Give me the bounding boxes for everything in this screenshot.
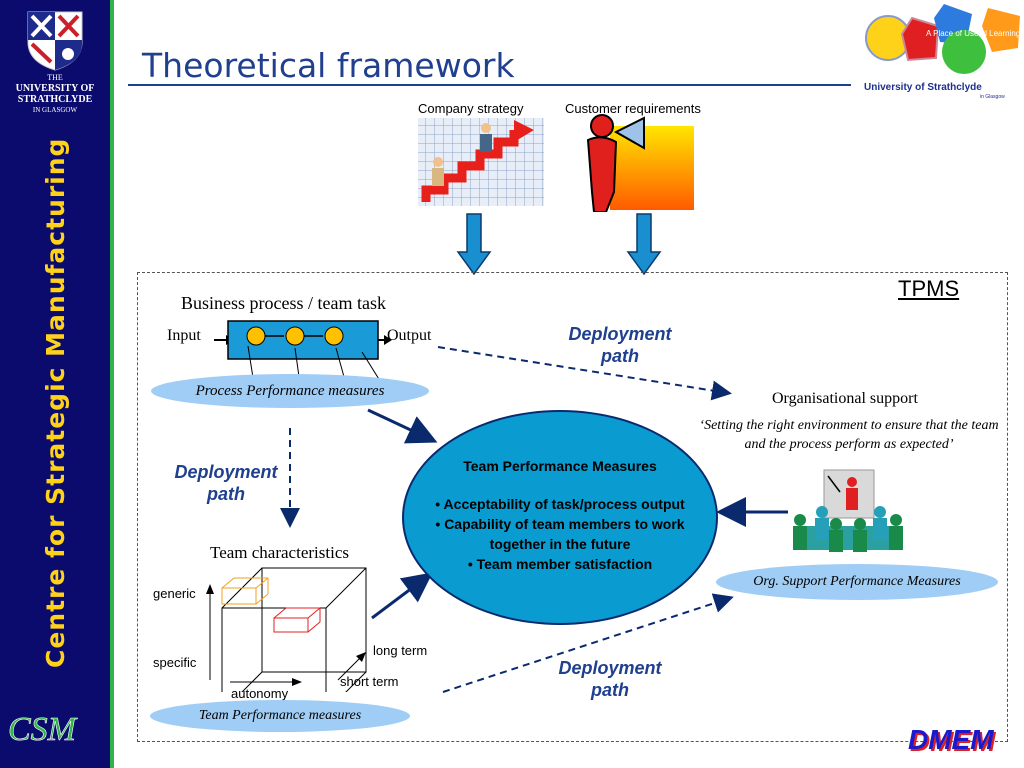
center-item-capability: • Capability of team members to work tog… — [435, 516, 685, 552]
csm-logo-text: CSM — [8, 711, 78, 748]
dmem-logo: DMEM — [908, 724, 994, 755]
org-support-title: Organisational support — [772, 390, 918, 407]
dashed-arrow-to-org-support — [437, 346, 732, 401]
strathclyde-logo: A Place of Useful Learning University of… — [864, 4, 1020, 100]
deployment-path-bottom: Deployment path — [558, 658, 662, 700]
tpms-label: TPMS — [898, 276, 960, 301]
team-performance-measures-ellipse: Team Performance measures — [150, 700, 410, 732]
down-arrow-right-icon — [626, 213, 662, 276]
short-term-label: short term — [340, 674, 399, 689]
title-underline — [128, 84, 851, 86]
cube-axes — [206, 584, 366, 686]
university-name: THE UNIVERSITY OF STRATHCLYDE IN GLASGOW — [6, 72, 104, 116]
customer-requirements-label: Customer requirements — [565, 101, 701, 116]
autonomy-label: autonomy — [231, 686, 289, 701]
generic-label: generic — [153, 586, 196, 601]
meeting-presenter-icon — [793, 469, 903, 552]
team-characteristics-title: Team characteristics — [210, 543, 349, 562]
arrow-process-to-center — [367, 408, 438, 444]
output-label: Output — [387, 327, 432, 344]
university-the: THE — [47, 73, 63, 82]
megaphone-presenter-icon — [586, 114, 694, 212]
business-process-title: Business process / team task — [181, 293, 386, 313]
tpms-container — [137, 272, 1008, 742]
university-title: UNIVERSITY OF STRATHCLYDE — [15, 83, 95, 105]
sidebar-stripe — [110, 0, 114, 768]
specific-label: specific — [153, 655, 197, 670]
university-city: IN GLASGOW — [32, 106, 78, 114]
csm-logo-icon: CSM — [8, 711, 78, 749]
process-performance-measures: Process Performance measures — [151, 374, 429, 408]
input-label: Input — [167, 327, 201, 344]
logo-tagline: A Place of Useful Learning — [926, 29, 1020, 38]
org-support-quote: ‘Setting the right environment to ensure… — [699, 418, 999, 452]
dashed-arrow-to-org-measures — [442, 593, 734, 693]
team-performance-measures-core: Team Performance Measures • Acceptabilit… — [402, 410, 718, 625]
logo-city: in Glasgow — [980, 94, 1005, 100]
center-item-satisfaction: • Team member satisfaction — [467, 556, 653, 572]
center-item-acceptability: • Acceptability of task/process output — [435, 496, 685, 512]
long-term-label: long term — [373, 643, 428, 658]
company-strategy-label: Company strategy — [418, 101, 524, 116]
team-characteristics-cube — [221, 567, 367, 692]
arrow-team-to-center — [371, 572, 433, 620]
down-arrow-left-icon — [456, 213, 492, 276]
deployment-path-top: Deployment path — [568, 324, 672, 366]
org-support-performance-measures: Org. Support Performance Measures — [716, 564, 998, 600]
strategy-clipart-icon — [418, 118, 544, 206]
deployment-path-left: Deployment path — [174, 462, 278, 504]
logo-name: University of Strathclyde — [864, 82, 982, 93]
page-title: Theoretical framework — [142, 46, 515, 85]
sidebar — [0, 0, 110, 768]
center-title: Team Performance Measures — [463, 458, 657, 474]
university-crest-icon — [27, 11, 83, 71]
